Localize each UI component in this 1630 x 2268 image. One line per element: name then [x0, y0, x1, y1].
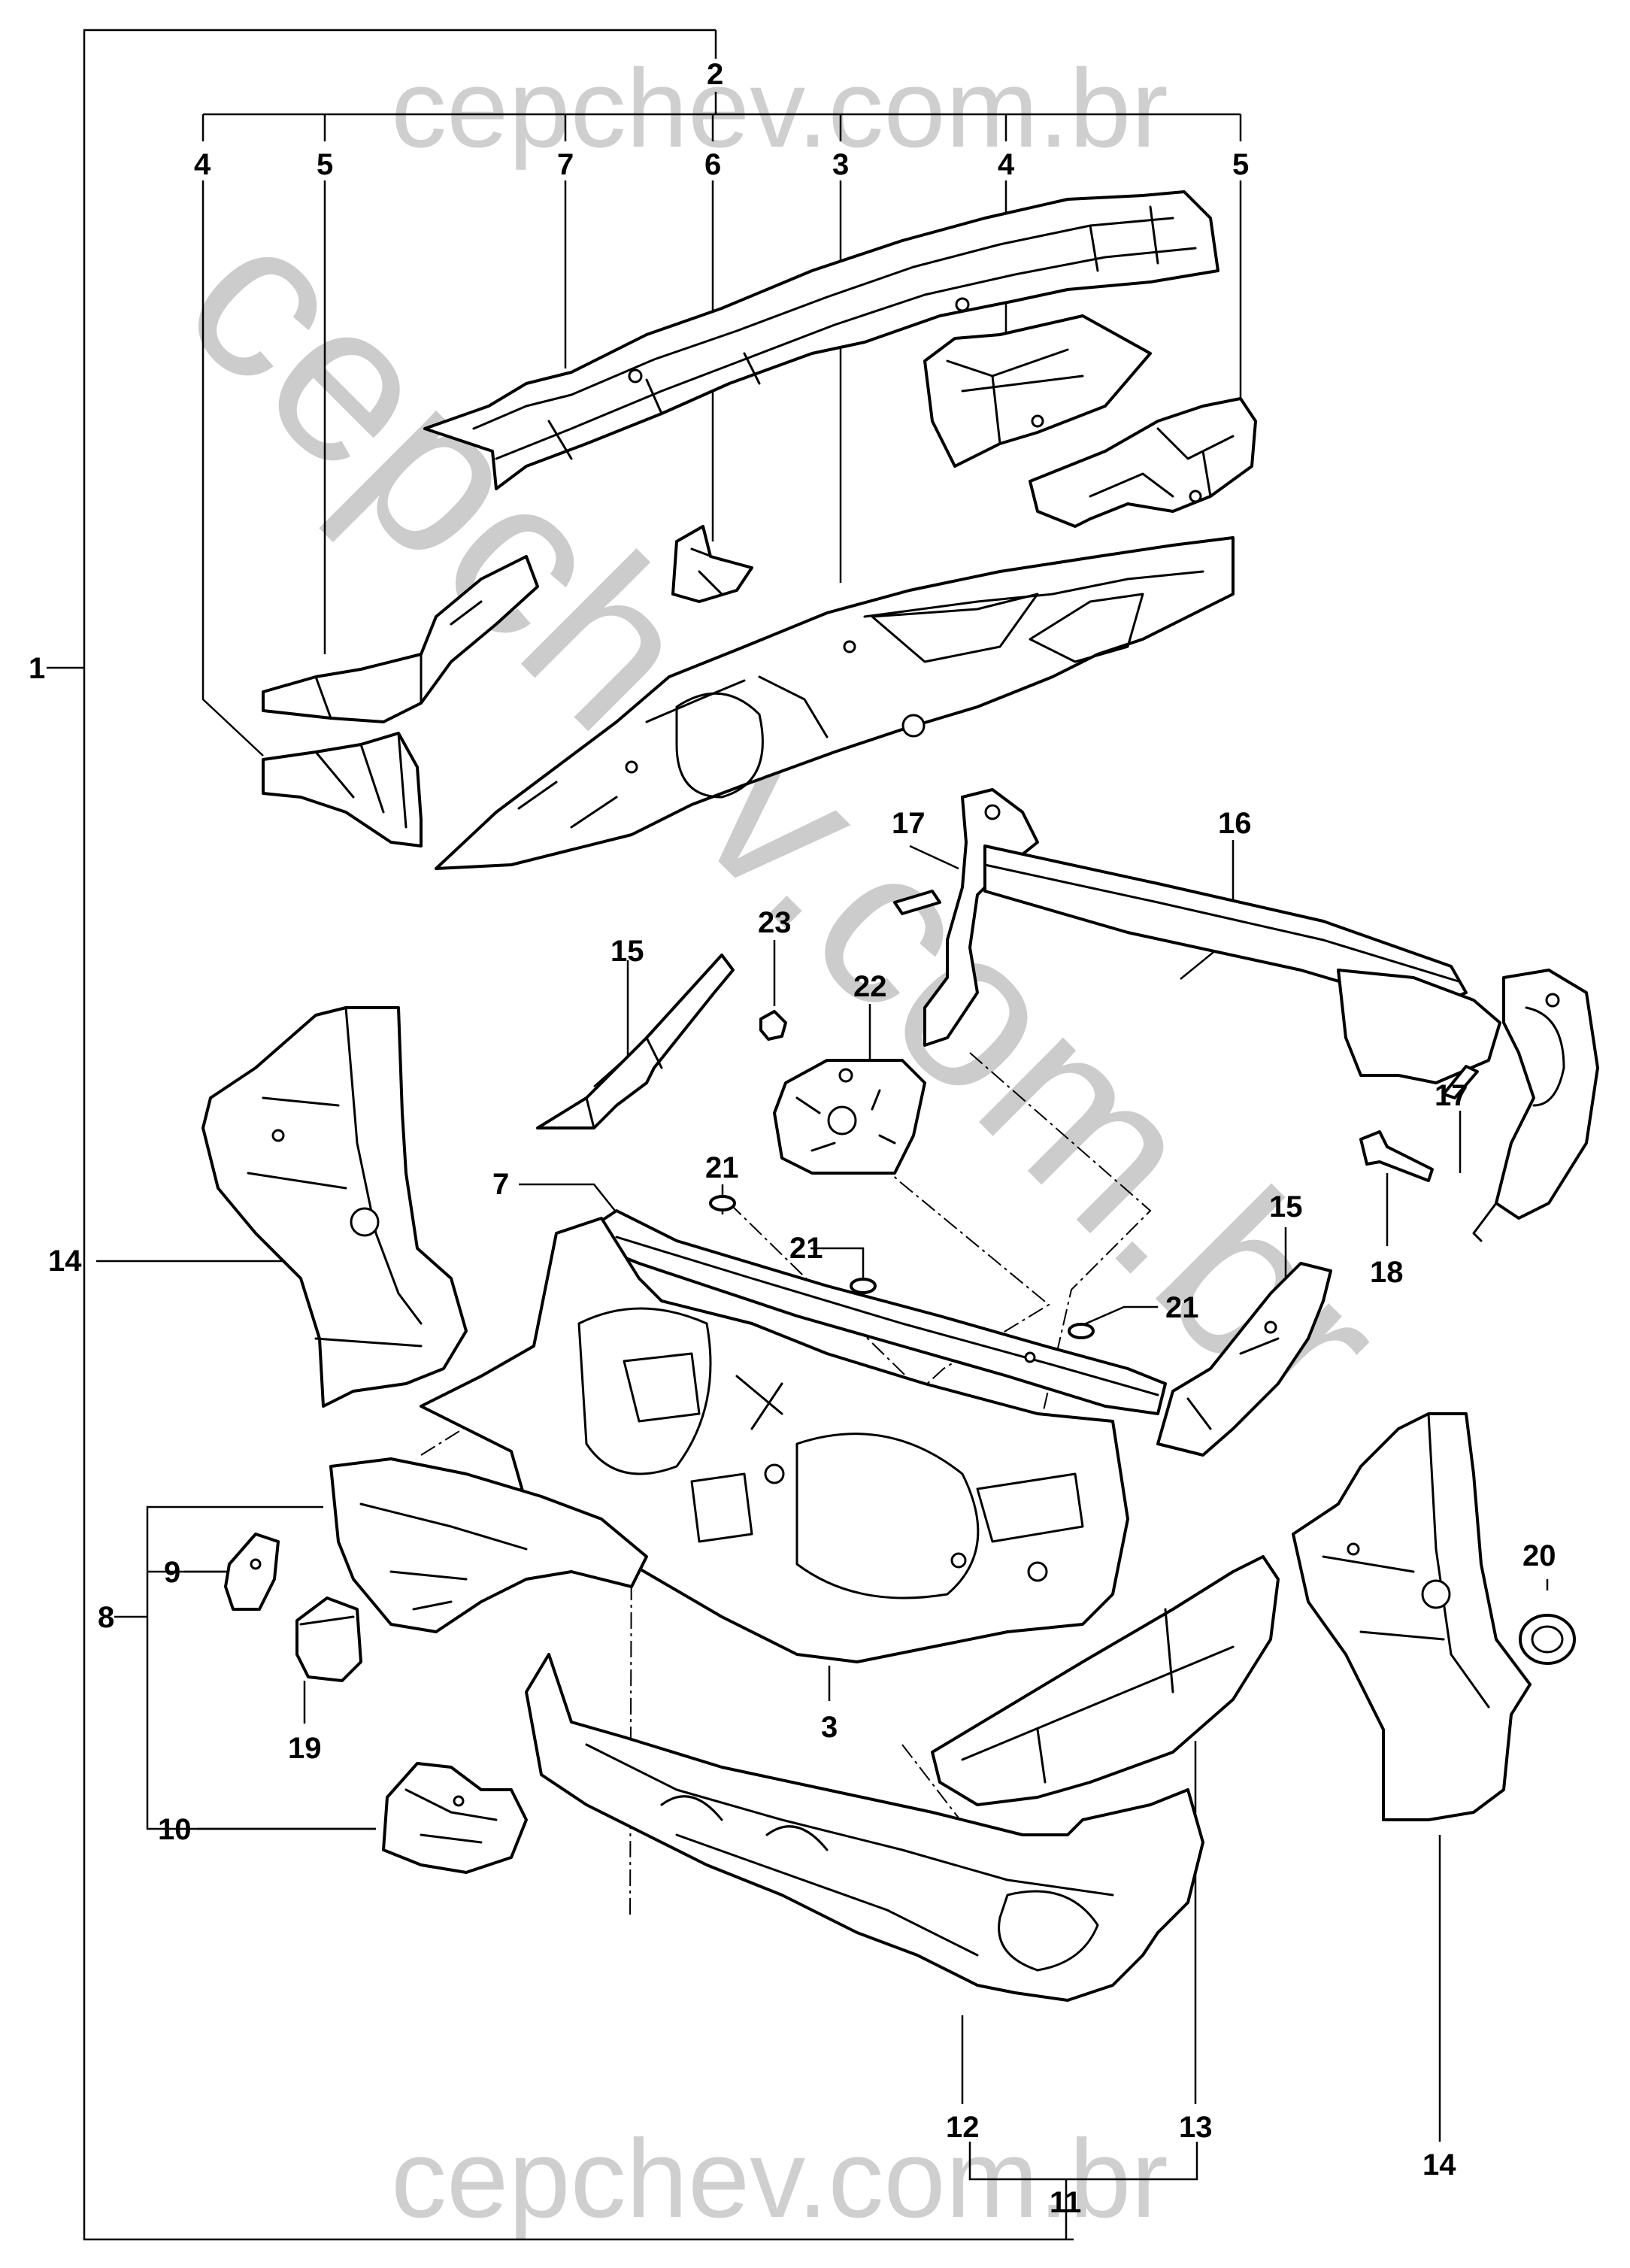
callout-23: 23: [758, 906, 792, 939]
callout-22: 22: [853, 970, 887, 1003]
part-5-left-bracket: [262, 555, 539, 723]
callout-4-left: 4: [194, 148, 211, 181]
part-15-right-pillar: [1156, 1262, 1332, 1457]
bracket-1: [83, 29, 1074, 2241]
callout-2: 2: [707, 58, 723, 91]
callout-14-left: 14: [48, 1245, 82, 1278]
callout-21-b: 21: [789, 1232, 823, 1265]
callout-18: 18: [1370, 1256, 1404, 1289]
callout-19: 19: [288, 1732, 322, 1765]
callout-1: 1: [29, 652, 45, 685]
part-17-pin-left: [893, 890, 941, 915]
part-13-panel: [931, 1555, 1280, 1806]
callout-12: 12: [946, 2111, 980, 2144]
callout-21-c: 21: [1165, 1291, 1199, 1324]
callout-3-top: 3: [832, 148, 849, 181]
callout-5-right: 5: [1232, 148, 1249, 181]
part-7-upper-rail: [423, 190, 1219, 490]
watermark-top: cepchev.com.br: [391, 47, 1168, 171]
part-18-bolt: [1359, 1130, 1434, 1182]
part-5-right-bracket: [1029, 397, 1257, 528]
callout-20: 20: [1522, 1539, 1556, 1572]
callout-9: 9: [164, 1556, 180, 1589]
callout-7-top: 7: [557, 148, 574, 181]
callout-17-right: 17: [1435, 1079, 1468, 1112]
part-14-right-pillar: [1292, 1412, 1532, 1821]
callout-3-bottom: 3: [821, 1711, 838, 1744]
part-8-plenum: [329, 1457, 648, 1633]
part-20-grommet: [1519, 1614, 1576, 1665]
callout-6: 6: [704, 148, 721, 181]
callout-7-mid: 7: [492, 1168, 509, 1201]
part-23-nut: [759, 1010, 787, 1041]
callout-10: 10: [158, 1813, 192, 1846]
part-leaders: [96, 180, 1549, 2142]
part-7-cowl-rail: [592, 1209, 1167, 1415]
part-22-plate: [773, 1059, 926, 1175]
part-16-cross-beam: [923, 788, 1599, 1242]
part-21-clips: [709, 1195, 1095, 1339]
callout-21-a: 21: [705, 1151, 739, 1184]
part-4-left-bracket: [262, 732, 423, 847]
bracket-11: [968, 2142, 1198, 2181]
part-3-upper-panel: [435, 536, 1235, 870]
part-19-pad: [295, 1596, 362, 1682]
callout-labels: 1 2 4 5 7 6 3 4 5 17 16 23 22 15 17 21 7…: [29, 58, 1556, 2219]
part-9-bracket: [224, 1533, 280, 1611]
part-4-right-bracket: [923, 314, 1152, 468]
callout-4-right: 4: [998, 148, 1015, 181]
callout-15-left: 15: [610, 935, 644, 968]
callout-5-left: 5: [317, 148, 333, 181]
callout-8: 8: [98, 1601, 114, 1634]
part-12-lower-panel: [525, 1653, 1204, 2002]
part-15-left-pillar: [536, 954, 735, 1129]
callout-15-right: 15: [1269, 1190, 1303, 1223]
part-6-small-bracket: [671, 525, 753, 603]
part-17-pin-right: [1442, 1065, 1479, 1099]
callout-14-right: 14: [1422, 2148, 1456, 2182]
part-14-left-pillar: [201, 1006, 468, 1408]
callout-13: 13: [1179, 2111, 1213, 2144]
callout-17-left: 17: [892, 807, 926, 840]
callout-16: 16: [1218, 807, 1252, 840]
callout-11: 11: [1050, 2186, 1081, 2219]
part-10-bracket: [382, 1762, 528, 1874]
